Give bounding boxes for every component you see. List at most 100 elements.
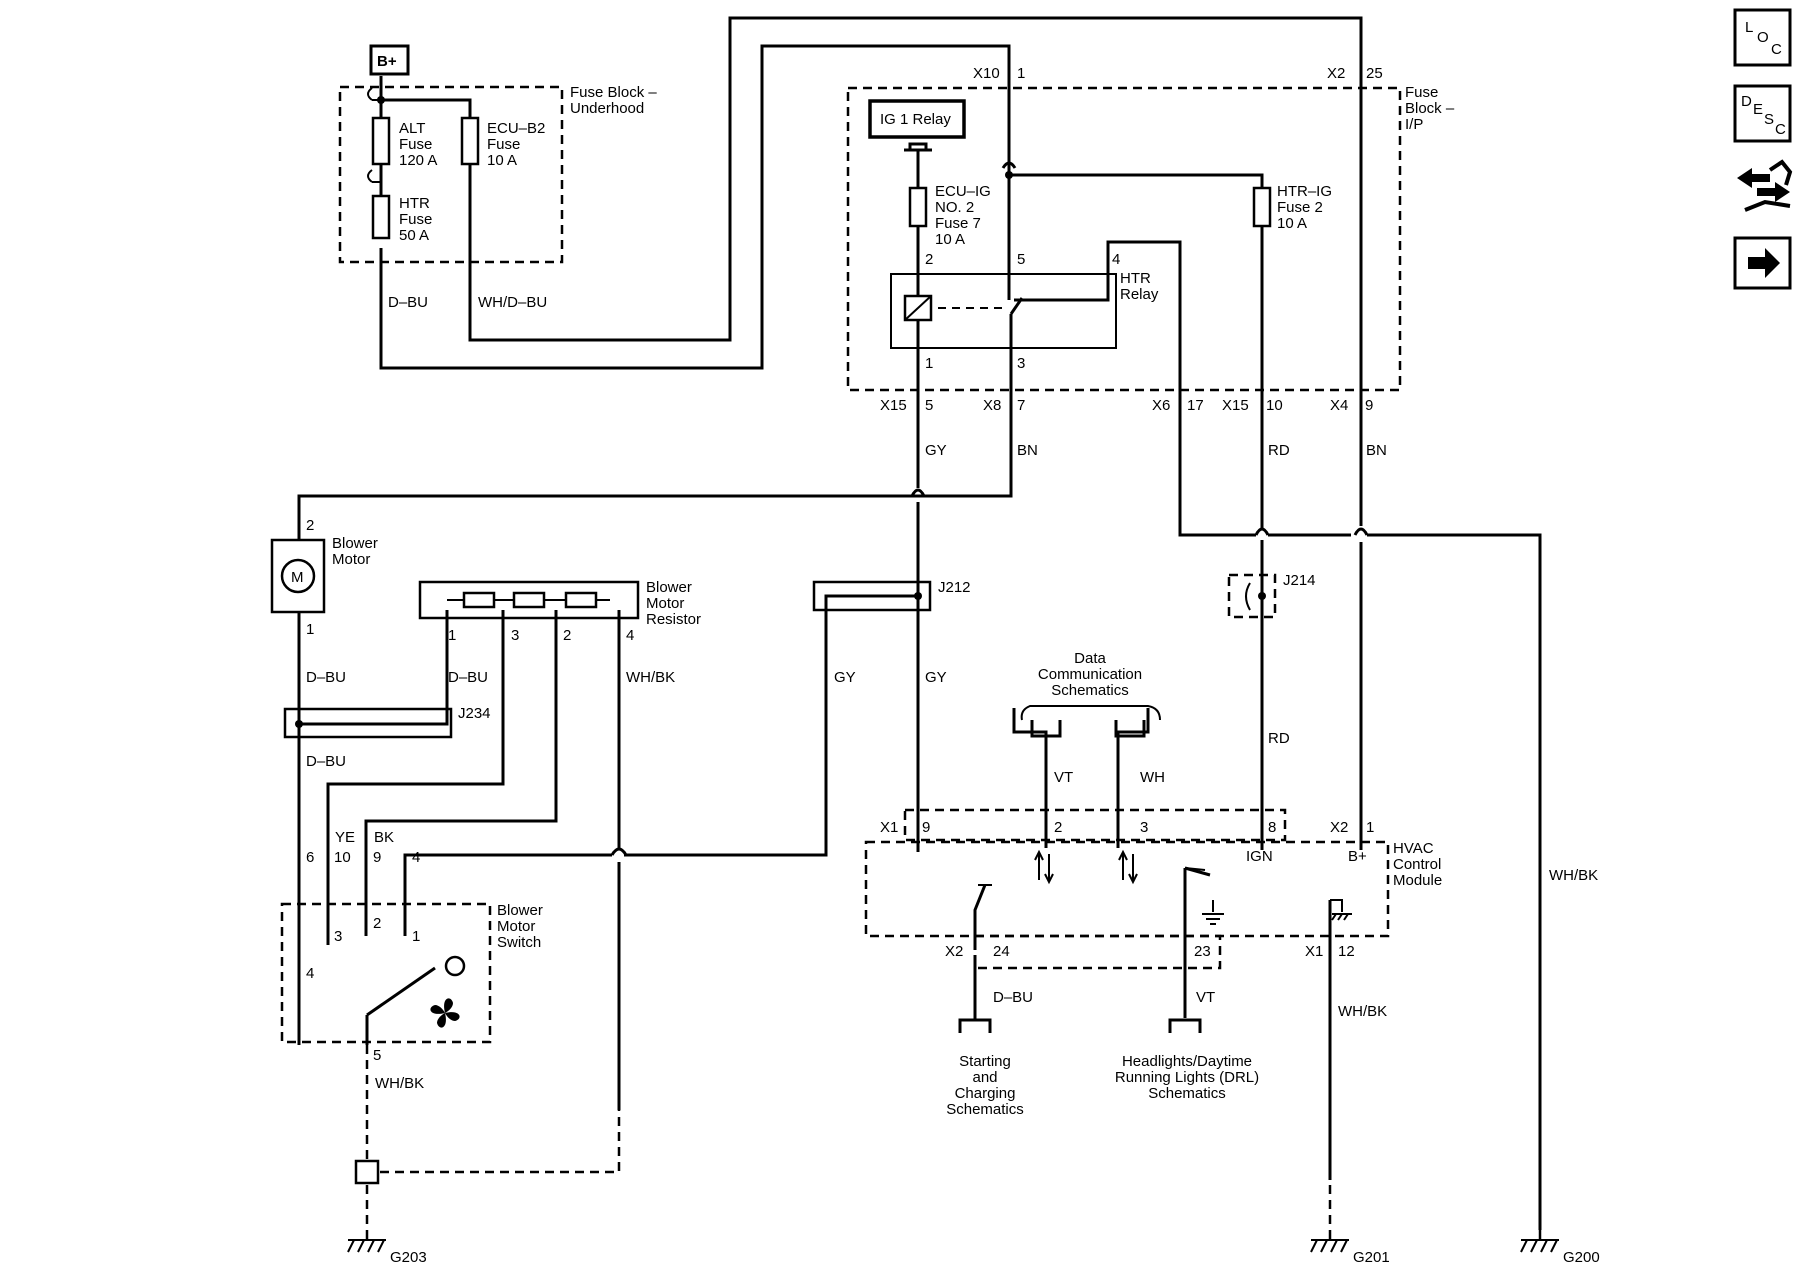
drl-line-3: Schematics: [1148, 1085, 1226, 1102]
ig1-relay-label: IG 1 Relay: [880, 111, 951, 128]
fuse-block-ip: Fuse Block – I/P X10 1 X2 25 IG 1 Relay …: [846, 65, 1455, 459]
ig1-relay-box: [868, 99, 966, 139]
htr-relay-pin-4: 4: [1112, 251, 1120, 268]
hvac-pin-8: 8: [1268, 819, 1276, 836]
repair-button[interactable]: [1737, 159, 1793, 212]
fuse-block-ip-title-3: I/P: [1405, 116, 1423, 133]
hvac-connector-x2-bottom: [973, 934, 1222, 970]
connector-x15-a: X15: [880, 397, 907, 414]
connector-x8-pin: 7: [1017, 397, 1025, 414]
switch-internal-pin-4: 4: [306, 965, 314, 982]
wires: [297, 16, 1542, 1240]
blower-motor-resistor-label-1: Blower: [646, 579, 692, 596]
splice-dots: [295, 96, 1266, 728]
starting-line-2: and: [972, 1069, 997, 1086]
loc-icon[interactable]: [1733, 8, 1792, 67]
connector-x10-pin: 1: [1017, 65, 1025, 82]
ecu-ig-fuse-name: ECU–IG: [935, 183, 991, 200]
loc-button[interactable]: L O C: [1733, 8, 1792, 67]
drl-connector: [1168, 1018, 1202, 1033]
wire-label-d-bu-2: D–BU: [306, 669, 346, 686]
htr-ig-fuse-number: Fuse 2: [1277, 199, 1323, 216]
splice-j214-label: J214: [1283, 572, 1316, 589]
ig1-relay-terminal: [904, 142, 932, 152]
grounds: G203 G201 G200: [347, 1239, 1600, 1266]
hvac-pin-23: 23: [1194, 943, 1211, 960]
resistor-pin-1: 1: [448, 627, 456, 644]
battery-label: B+: [377, 53, 397, 70]
wire-gy-switch-pin4: [403, 853, 612, 902]
motor-icon: [280, 558, 316, 594]
hvac-x2-bottom-pin: 24: [993, 943, 1010, 960]
wire-gy-to-switch: [624, 594, 918, 857]
switch-ground-pin-5: 5: [373, 1047, 381, 1064]
hvac-b-plus: B+: [1348, 848, 1367, 865]
splice-j214-box: [1227, 573, 1277, 619]
next-button[interactable]: [1733, 236, 1792, 290]
data-comm-connectors: [1030, 720, 1146, 738]
hvac-ign: IGN: [1246, 848, 1273, 865]
crossover-gy: [910, 488, 926, 497]
htr-ig-fuse-name: HTR–IG: [1277, 183, 1332, 200]
starting-line-4: Schematics: [946, 1101, 1024, 1118]
desc-icon[interactable]: [1733, 84, 1792, 143]
drl-line-1: Headlights/Daytime: [1122, 1053, 1252, 1070]
hvac-x2-top-pin: 1: [1366, 819, 1374, 836]
fuse-block-ip-border: [846, 86, 1402, 392]
connector-x8: X8: [983, 397, 1001, 414]
hvac-control-module: HVAC Control Module X1 9 2 3 8 X2 1 IGN …: [864, 808, 1598, 1033]
blower-motor-switch-label-2: Motor: [497, 918, 535, 935]
ecu-ig-fuse-number: Fuse 7: [935, 215, 981, 232]
wire-label-wh-bk-2: WH/BK: [375, 1075, 424, 1092]
htr-relay-pin-5: 5: [1017, 251, 1025, 268]
wire-label-gy-3: GY: [925, 669, 947, 686]
splice-j212-box: [812, 580, 932, 612]
switch-contact-icon: [444, 955, 466, 977]
alt-fuse-rating: 120 A: [399, 152, 437, 169]
hvac-x1-top: X1: [880, 819, 898, 836]
ecu-b2-fuse: [460, 116, 480, 166]
wire-wh-d-bu-ecu-b2-feed: [468, 16, 1363, 395]
alt-fuse-type: Fuse: [399, 136, 432, 153]
desc-letter-c: C: [1775, 121, 1786, 138]
bidirectional-arrow-icon-2: [1118, 849, 1138, 885]
ground-connector-box: [354, 1159, 380, 1185]
fuse-block-underhood: Fuse Block – Underhood B+ ALT Fuse 120 A…: [338, 44, 657, 311]
data-comm-line-2: Communication: [1038, 666, 1142, 683]
wire-label-d-bu-1: D–BU: [388, 294, 428, 311]
bidirectional-arrow-icon-1: [1034, 849, 1054, 885]
crossover-bn: [1353, 527, 1369, 536]
wire-resistor-ground: [380, 1110, 621, 1174]
wire-label-rd-1: RD: [1268, 442, 1290, 459]
switch-internal-pin-1: 1: [412, 928, 420, 945]
starting-line-1: Starting: [959, 1053, 1011, 1070]
desc-button[interactable]: D E S C: [1733, 84, 1792, 143]
resistor-element-2: [512, 591, 546, 609]
hvac-x1-top-pin: 9: [922, 819, 930, 836]
htr-fuse-name: HTR: [399, 195, 430, 212]
wire-crossovers: [610, 161, 1369, 856]
fuse-block-underhood-title-2: Underhood: [570, 100, 644, 117]
wire-label-d-bu-5: D–BU: [993, 989, 1033, 1006]
connector-x15-b-pin: 10: [1266, 397, 1283, 414]
htr-relay-coil-diagonal: [904, 295, 932, 321]
ecu-ig-fuse-rating: 10 A: [935, 231, 965, 248]
htr-relay-pin-3: 3: [1017, 355, 1025, 372]
wire-x10-bus: [1007, 160, 1264, 188]
resistor-element-1: [462, 591, 496, 609]
resistor-terminals: [445, 610, 621, 628]
switch-harness-pin-6: 6: [306, 849, 314, 866]
fuse-block-underhood-title-1: Fuse Block –: [570, 84, 657, 101]
drl-line-2: Running Lights (DRL): [1115, 1069, 1259, 1086]
wrench-arrows-icon[interactable]: [1737, 168, 1770, 188]
splice-j234-box: [283, 707, 453, 739]
schematic-references: Starting and Charging Schematics Headlig…: [946, 1053, 1259, 1118]
htr-ig-fuse-rating: 10 A: [1277, 215, 1307, 232]
blower-motor-symbol: M: [291, 569, 304, 586]
wire-bn-blower-feed: [297, 314, 1013, 540]
desc-letter-e: E: [1753, 101, 1763, 118]
htr-relay-contact: [1009, 297, 1024, 315]
connector-x6-pin: 17: [1187, 397, 1204, 414]
